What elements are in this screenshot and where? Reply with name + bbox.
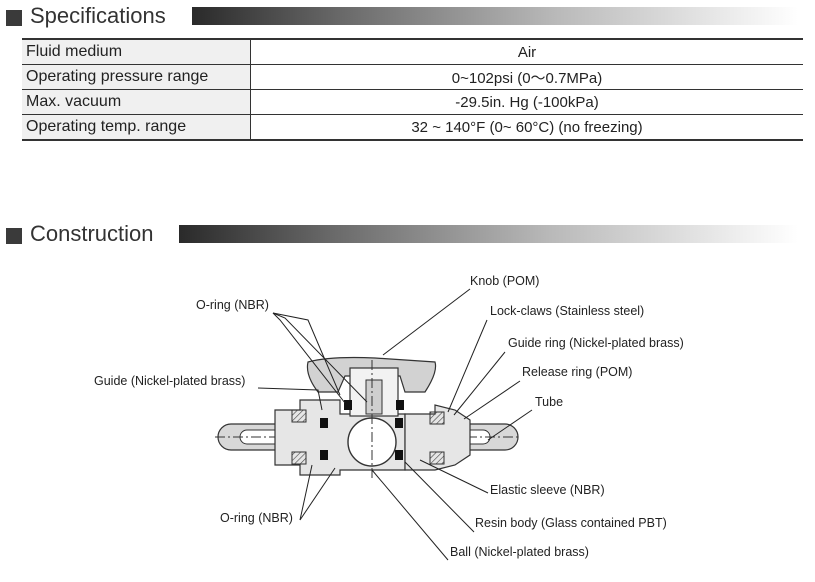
label-tube: Tube xyxy=(535,395,563,409)
construction-title: Construction xyxy=(30,221,154,246)
specifications-title: Specifications xyxy=(30,3,166,28)
header-gradient-bar xyxy=(179,225,798,243)
specifications-table: Fluid medium Air Operating pressure rang… xyxy=(22,38,803,141)
row-label: Operating pressure range xyxy=(22,64,251,90)
label-elastic-sleeve: Elastic sleeve (NBR) xyxy=(490,483,605,497)
table-row: Fluid medium Air xyxy=(22,38,803,65)
label-ball: Ball (Nickel-plated brass) xyxy=(450,545,589,559)
label-knob: Knob (POM) xyxy=(470,274,539,288)
row-value: 32 ~ 140°F (0~ 60°C) (no freezing) xyxy=(250,114,803,141)
label-release-ring: Release ring (POM) xyxy=(522,365,632,379)
row-value: -29.5in. Hg (-100kPa) xyxy=(250,89,803,115)
label-resin-body: Resin body (Glass contained PBT) xyxy=(475,516,667,530)
table-row: Operating pressure range 0~102psi (0～0.7… xyxy=(22,64,803,90)
label-oring-bottom: O-ring (NBR) xyxy=(220,511,293,525)
section-square-icon xyxy=(6,228,22,244)
label-guide-ring: Guide ring (Nickel-plated brass) xyxy=(508,336,684,350)
construction-header: Construction xyxy=(6,221,806,247)
row-label: Max. vacuum xyxy=(22,89,251,115)
section-square-icon xyxy=(6,10,22,26)
leader-lines xyxy=(257,288,533,561)
table-row: Operating temp. range 32 ~ 140°F (0~ 60°… xyxy=(22,114,803,141)
label-oring-top: O-ring (NBR) xyxy=(196,298,269,312)
table-row: Max. vacuum -29.5in. Hg (-100kPa) xyxy=(22,89,803,115)
header-gradient-bar xyxy=(192,7,798,25)
specifications-header: Specifications xyxy=(6,3,806,29)
label-guide: Guide (Nickel-plated brass) xyxy=(94,374,245,388)
label-lock-claws: Lock-claws (Stainless steel) xyxy=(490,304,644,318)
row-label: Operating temp. range xyxy=(22,114,251,141)
